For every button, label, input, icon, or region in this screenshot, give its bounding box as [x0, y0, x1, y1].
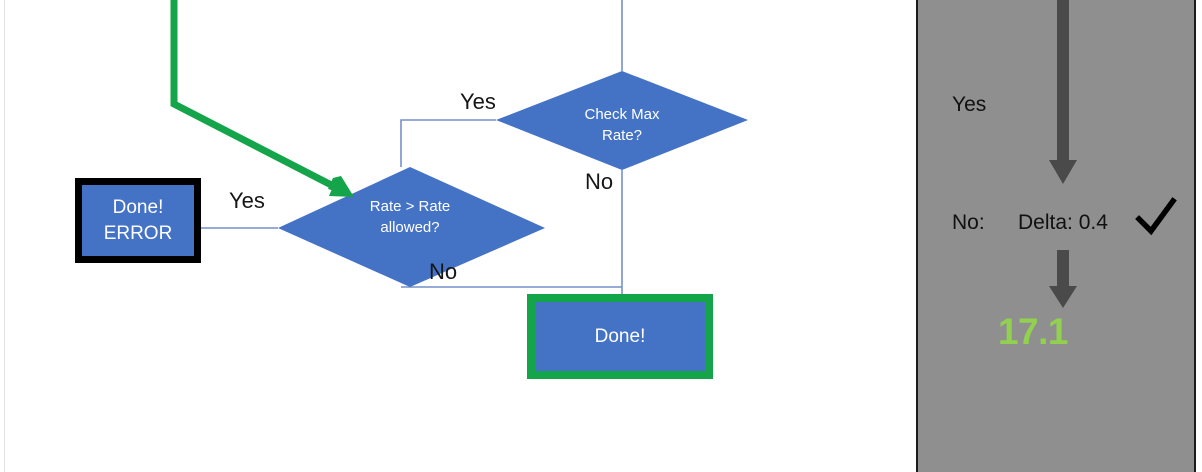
error-terminator-label: Done! ERROR	[103, 196, 173, 244]
page-left-edge	[4, 0, 5, 472]
detail-panel: Yes No: Delta: 0.4 17.1	[916, 0, 1196, 472]
check-mark-icon	[1135, 197, 1177, 236]
max-rate-decision-shape[interactable]	[496, 71, 748, 170]
flowchart-connectors	[170, 0, 748, 294]
panel-result-value: 17.1	[997, 311, 1069, 352]
panel-delta-value: Delta: 0.4	[1018, 211, 1108, 234]
panel-yes-label: Yes	[952, 93, 987, 116]
rate-check-decision-shape[interactable]	[278, 167, 545, 287]
panel-arrow-top	[1049, 0, 1077, 184]
connector-yes-branch	[400, 119, 496, 167]
edge-label-no-top: No	[585, 169, 614, 194]
green-highlight-arrow	[170, 0, 354, 197]
panel-no-label: No:	[952, 211, 985, 234]
done-terminator-label: Done!	[594, 325, 646, 347]
done-terminator-box[interactable]: Done!	[527, 294, 713, 379]
edge-label-no-bottom: No	[429, 259, 458, 284]
edge-label-yes-left: Yes	[229, 188, 265, 213]
edge-label-yes-top: Yes	[460, 89, 496, 114]
error-terminator-box[interactable]: Done! ERROR	[75, 178, 201, 263]
panel-arrow-bottom	[1049, 250, 1077, 308]
